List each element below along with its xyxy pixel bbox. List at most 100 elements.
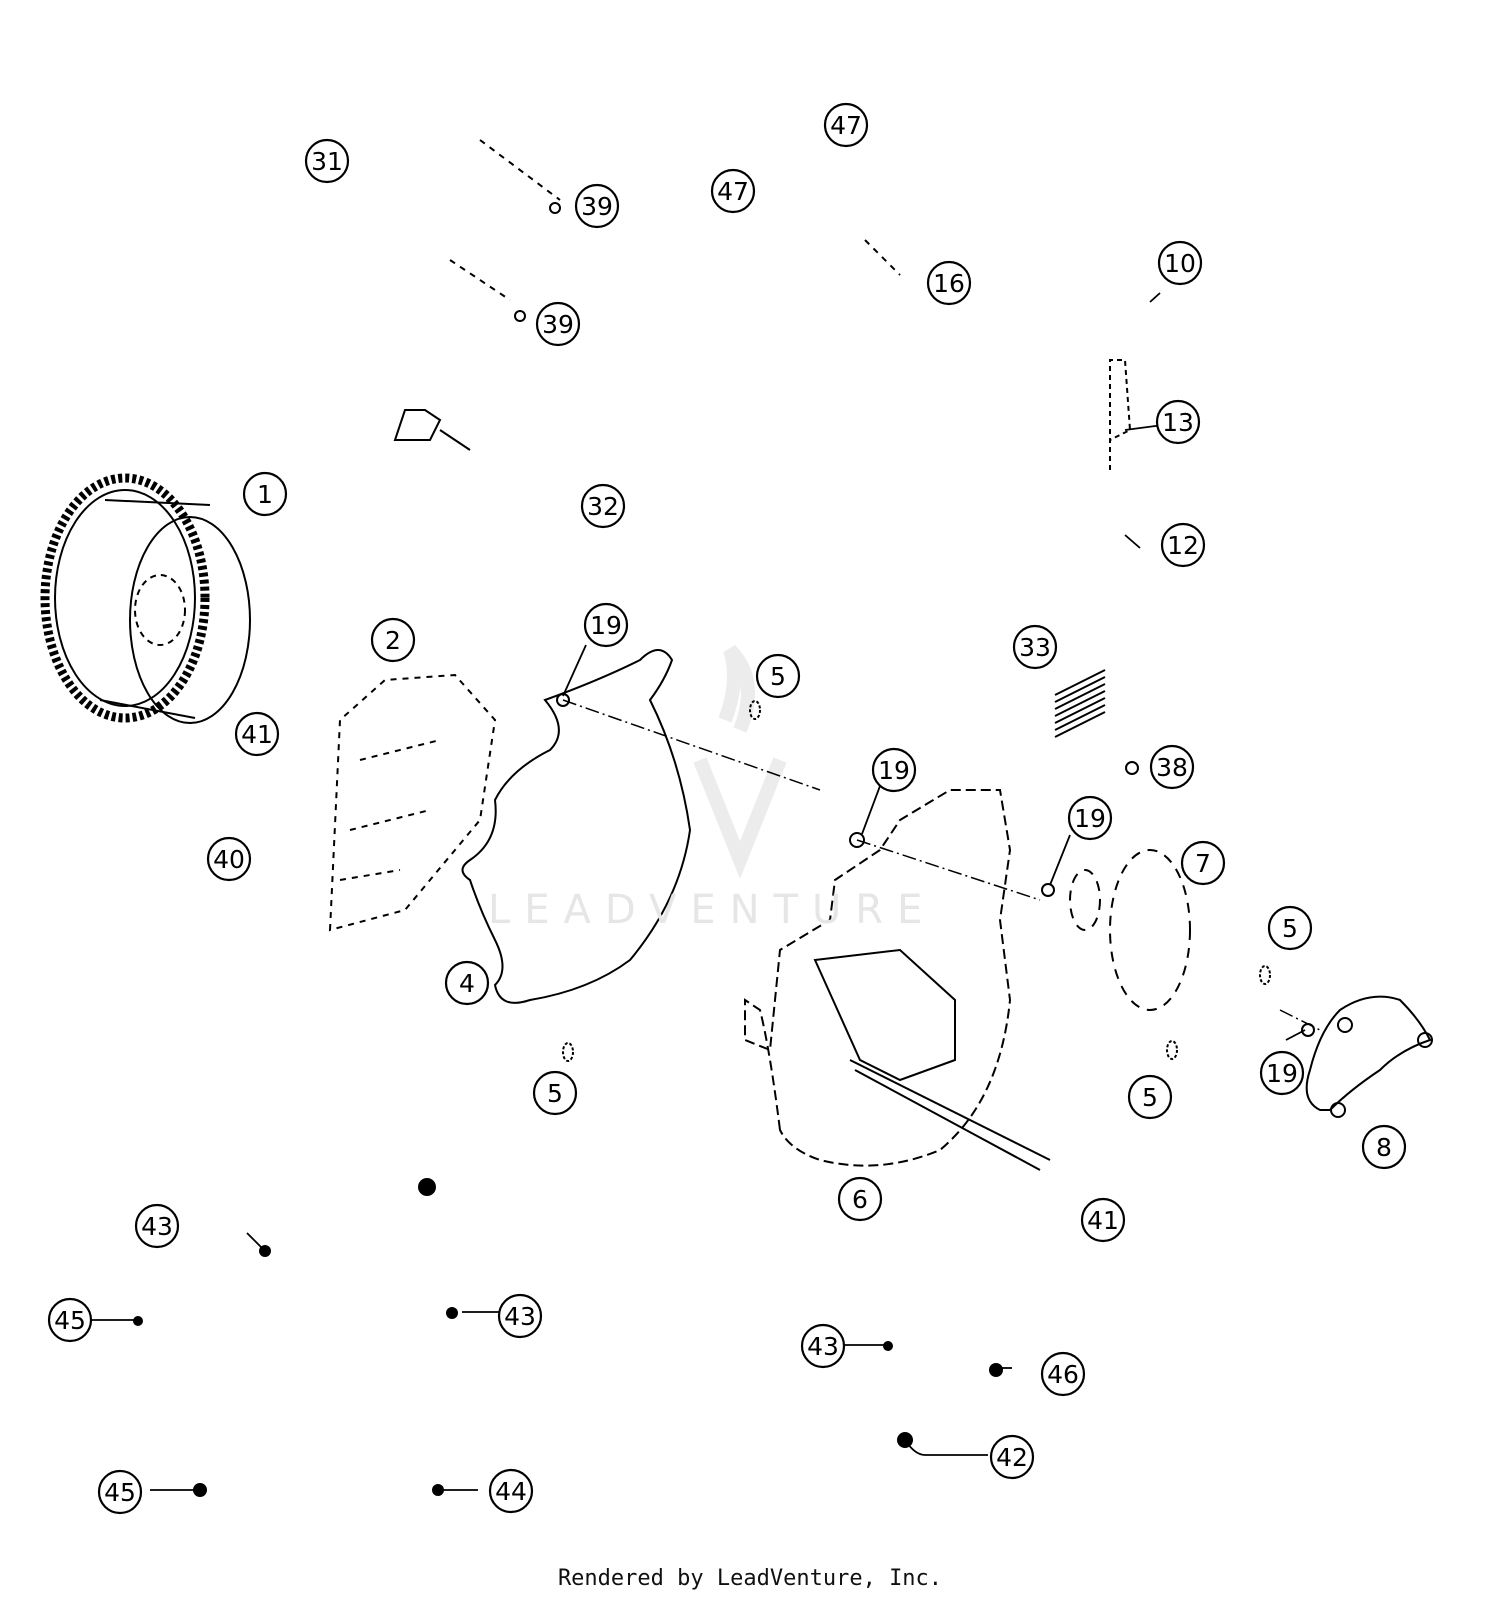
callout-circle — [488, 1468, 534, 1514]
leader-lines — [92, 292, 1306, 1491]
callout-47: 47 — [823, 102, 869, 148]
callout-circle — [234, 711, 280, 757]
spring-stack — [1054, 669, 1106, 738]
flywheel-ring-gear — [40, 473, 251, 724]
callout-circle — [989, 1434, 1035, 1480]
callout-41: 41 — [234, 711, 280, 757]
callout-circle — [1180, 840, 1226, 886]
callout-46: 46 — [1040, 1351, 1086, 1397]
callout-19: 19 — [1259, 1050, 1305, 1096]
callout-circle — [134, 1203, 180, 1249]
callout-circle — [1040, 1351, 1086, 1397]
callout-label: 47 — [717, 177, 749, 206]
callout-label: 2 — [385, 626, 401, 655]
callout-circle — [710, 168, 756, 214]
callout-19: 19 — [1067, 795, 1113, 841]
callout-group: 1245555678101213161919191931323338393940… — [47, 102, 1407, 1515]
callout-5: 5 — [1267, 905, 1313, 951]
callout-16: 16 — [926, 260, 972, 306]
callout-32: 32 — [580, 483, 626, 529]
callout-circle — [1157, 240, 1203, 286]
callout-label: 4 — [459, 969, 475, 998]
callout-circle — [1127, 1074, 1173, 1120]
callout-5: 5 — [755, 653, 801, 699]
callout-circle — [1267, 905, 1313, 951]
callout-10: 10 — [1157, 240, 1203, 286]
callout-43: 43 — [134, 1203, 180, 1249]
callout-47: 47 — [710, 168, 756, 214]
callout-circle — [926, 260, 972, 306]
callout-label: 13 — [1162, 408, 1194, 437]
seal-ring — [1069, 849, 1191, 1011]
callout-circle — [755, 653, 801, 699]
callout-circle — [497, 1293, 543, 1339]
callout-39: 39 — [574, 183, 620, 229]
callout-circle — [444, 960, 490, 1006]
adapter-plate — [328, 673, 497, 932]
callout-label: 43 — [807, 1332, 839, 1361]
callout-circle — [1067, 795, 1113, 841]
callout-circle — [1259, 1050, 1305, 1096]
callout-7: 7 — [1180, 840, 1226, 886]
callout-label: 19 — [878, 756, 910, 785]
callout-2: 2 — [370, 617, 416, 663]
callout-13: 13 — [1155, 399, 1201, 445]
callout-42: 42 — [989, 1434, 1035, 1480]
callout-label: 31 — [311, 147, 343, 176]
callout-43: 43 — [800, 1323, 846, 1369]
callout-31: 31 — [304, 138, 350, 184]
callout-5: 5 — [532, 1070, 578, 1116]
callout-circle — [532, 1070, 578, 1116]
callout-label: 45 — [104, 1478, 136, 1507]
side-cover — [1305, 995, 1433, 1118]
callout-label: 47 — [830, 111, 862, 140]
watermark-logo — [693, 645, 787, 879]
callout-label: 33 — [1019, 633, 1051, 662]
callout-label: 42 — [996, 1443, 1028, 1472]
callout-circle — [370, 617, 416, 663]
callout-circle — [1012, 624, 1058, 670]
callout-circle — [580, 483, 626, 529]
callout-label: 19 — [590, 611, 622, 640]
watermark-text: LEADVENTURE — [488, 887, 937, 933]
callout-19: 19 — [871, 747, 917, 793]
callout-19: 19 — [583, 602, 629, 648]
callout-circle — [574, 183, 620, 229]
callout-circle — [1149, 744, 1195, 790]
callout-circle — [583, 602, 629, 648]
callout-label: 41 — [1087, 1206, 1119, 1235]
callout-label: 19 — [1074, 804, 1106, 833]
callout-label: 5 — [770, 662, 786, 691]
callout-40: 40 — [206, 836, 252, 882]
callout-label: 16 — [933, 269, 965, 298]
callout-8: 8 — [1361, 1124, 1407, 1170]
callout-circle — [1160, 522, 1206, 568]
callout-12: 12 — [1160, 522, 1206, 568]
footer-credit: Rendered by LeadVenture, Inc. — [557, 1566, 943, 1591]
callout-circle — [535, 301, 581, 347]
callout-label: 41 — [241, 720, 273, 749]
callout-4: 4 — [444, 960, 490, 1006]
fastener-dots — [133, 1178, 1003, 1497]
callout-38: 38 — [1149, 744, 1195, 790]
callout-label: 43 — [504, 1302, 536, 1331]
assembly-centerlines — [562, 699, 1321, 1031]
callout-label: 44 — [495, 1477, 527, 1506]
gasket — [461, 649, 692, 1004]
callout-circle — [823, 102, 869, 148]
callout-circle — [800, 1323, 846, 1369]
callout-label: 40 — [213, 845, 245, 874]
callout-6: 6 — [837, 1176, 883, 1222]
callout-circle — [242, 471, 288, 517]
callout-label: 5 — [1142, 1083, 1158, 1112]
callout-33: 33 — [1012, 624, 1058, 670]
callout-45: 45 — [47, 1297, 93, 1343]
callout-45: 45 — [97, 1469, 143, 1515]
callout-5: 5 — [1127, 1074, 1173, 1120]
callout-label: 7 — [1195, 849, 1211, 878]
callout-43: 43 — [497, 1293, 543, 1339]
callout-circle — [304, 138, 350, 184]
callout-label: 19 — [1266, 1059, 1298, 1088]
callout-label: 6 — [852, 1185, 868, 1214]
